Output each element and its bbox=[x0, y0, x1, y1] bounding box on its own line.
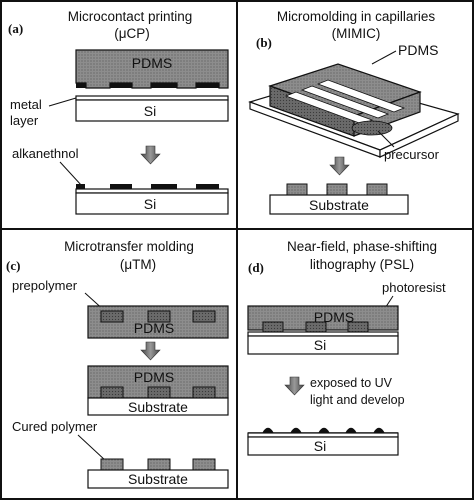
photoresist-layer bbox=[247, 331, 399, 337]
cured-polymer-label: Cured polymer bbox=[12, 419, 98, 434]
photoresist-thin-layer bbox=[247, 432, 399, 438]
down-arrow-icon bbox=[329, 156, 350, 176]
pdms-label: PDMS bbox=[314, 309, 354, 325]
metal-layer bbox=[75, 188, 229, 194]
panel-c: (c) Microtransfer molding (μTM) prepolym… bbox=[6, 239, 229, 489]
photoresist-bumps bbox=[248, 427, 398, 434]
panel-b-tag: (b) bbox=[256, 35, 272, 50]
stamp-ink bbox=[110, 83, 132, 88]
prepolymer-label: prepolymer bbox=[12, 278, 78, 293]
stamp-ink bbox=[76, 83, 86, 88]
substrate-label: Substrate bbox=[309, 197, 369, 213]
alkanethiol-label: alkanethnol bbox=[12, 146, 79, 161]
pdms-leader-line bbox=[371, 50, 397, 65]
sam-pattern bbox=[110, 184, 132, 189]
si-substrate bbox=[247, 335, 399, 355]
si-substrate bbox=[75, 192, 229, 215]
precursor-label: precursor bbox=[384, 147, 440, 162]
sam-pattern bbox=[196, 184, 219, 189]
metal-layer-label: metal bbox=[10, 97, 42, 112]
substrate-slab-side bbox=[379, 113, 459, 158]
panel-d-title: Near-field, phase-shifting bbox=[287, 239, 437, 254]
pdms-label: PDMS bbox=[134, 369, 174, 385]
panel-b: Micromolding in capillaries (MIMIC) (b) … bbox=[248, 9, 460, 215]
capillary-channel bbox=[284, 91, 374, 125]
panel-b-subtitle: (MIMIC) bbox=[332, 26, 381, 41]
stamp-ink bbox=[196, 83, 219, 88]
prepolymer-fill bbox=[100, 310, 124, 323]
alkanethiol-leader-line bbox=[59, 161, 83, 187]
exposure-label: exposed to UV bbox=[310, 376, 393, 390]
si-label: Si bbox=[314, 337, 326, 353]
panel-a: (a) Microcontact printing (μCP) PDMS Si … bbox=[8, 9, 229, 215]
si-label: Si bbox=[144, 103, 156, 119]
panel-d-subtitle: lithography (PSL) bbox=[310, 257, 414, 272]
precursor-leader-line bbox=[377, 130, 395, 148]
panel-b-title: Micromolding in capillaries bbox=[277, 9, 436, 24]
substrate-box bbox=[87, 397, 229, 416]
cured-polymer-line bbox=[100, 458, 124, 471]
pdms-label: PDMS bbox=[132, 55, 172, 71]
prepolymer-fill bbox=[192, 310, 216, 323]
cured-polymer-line bbox=[192, 458, 216, 471]
photoresist-label: photoresist bbox=[382, 280, 446, 295]
panel-a-subtitle: (μCP) bbox=[114, 26, 150, 41]
mask-relief bbox=[262, 321, 284, 333]
cured-polymer-line bbox=[147, 458, 171, 471]
prepolymer-fill bbox=[192, 386, 216, 399]
precursor-drop bbox=[351, 120, 393, 136]
down-arrow-icon bbox=[284, 376, 305, 396]
panel-d-tag: (d) bbox=[248, 260, 264, 275]
si-label: Si bbox=[144, 196, 156, 212]
prepolymer-fill bbox=[147, 310, 171, 323]
panel-d: Near-field, phase-shifting lithography (… bbox=[247, 239, 446, 456]
si-substrate bbox=[247, 436, 399, 456]
substrate-label: Substrate bbox=[128, 399, 188, 415]
pdms-label: PDMS bbox=[134, 320, 174, 336]
substrate-box bbox=[87, 469, 229, 489]
panel-c-title: Microtransfer molding bbox=[64, 239, 194, 254]
pdms-label: PDMS bbox=[398, 42, 438, 58]
panel-a-tag: (a) bbox=[8, 21, 23, 36]
prepolymer-fill bbox=[100, 386, 124, 399]
polymer-line bbox=[286, 183, 308, 196]
prepolymer-fill bbox=[147, 386, 171, 399]
panel-a-title: Microcontact printing bbox=[68, 9, 193, 24]
si-label: Si bbox=[314, 438, 326, 454]
polymer-line bbox=[366, 183, 388, 196]
sam-pattern bbox=[151, 184, 177, 189]
stamp-ink bbox=[151, 83, 177, 88]
down-arrow-icon bbox=[140, 341, 161, 361]
capillary-channel bbox=[300, 85, 390, 119]
panel-c-subtitle: (μTM) bbox=[120, 257, 156, 272]
panel-c-tag: (c) bbox=[6, 258, 20, 273]
sam-pattern bbox=[76, 184, 85, 189]
si-substrate bbox=[75, 99, 229, 122]
capillary-channel bbox=[316, 79, 406, 113]
down-arrow-icon bbox=[140, 145, 161, 165]
substrate-box bbox=[269, 194, 409, 215]
metal-leader-line bbox=[48, 97, 77, 107]
substrate-label: Substrate bbox=[128, 471, 188, 487]
exposure-label: light and develop bbox=[310, 393, 405, 407]
polymer-line bbox=[326, 183, 348, 196]
metal-layer-label: layer bbox=[10, 113, 39, 128]
cured-polymer-leader-line bbox=[77, 434, 107, 462]
